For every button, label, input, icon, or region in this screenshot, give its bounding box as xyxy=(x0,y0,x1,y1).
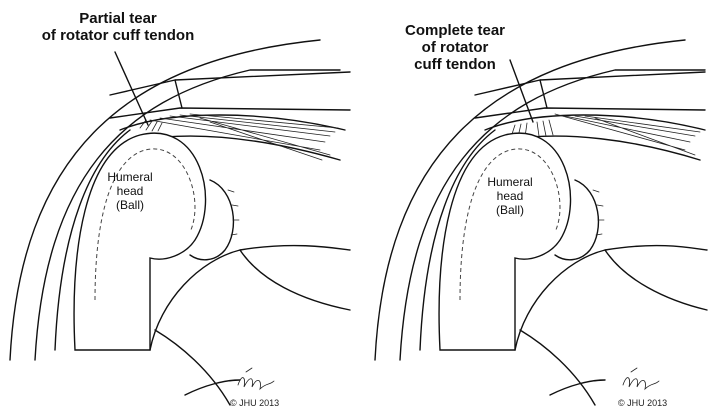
right-panel-part-label: Humeral head (Ball) xyxy=(480,175,540,217)
left-panel-drawing xyxy=(10,40,350,405)
left-panel-title: Partial tear of rotator cuff tendon xyxy=(8,10,228,44)
right-panel-drawing xyxy=(375,40,707,405)
left-panel-copyright: © JHU 2013 xyxy=(230,398,279,408)
left-panel-part-label: Humeral head (Ball) xyxy=(100,170,160,212)
right-panel-copyright: © JHU 2013 xyxy=(618,398,667,408)
right-panel-title: Complete tear of rotator cuff tendon xyxy=(385,22,525,73)
